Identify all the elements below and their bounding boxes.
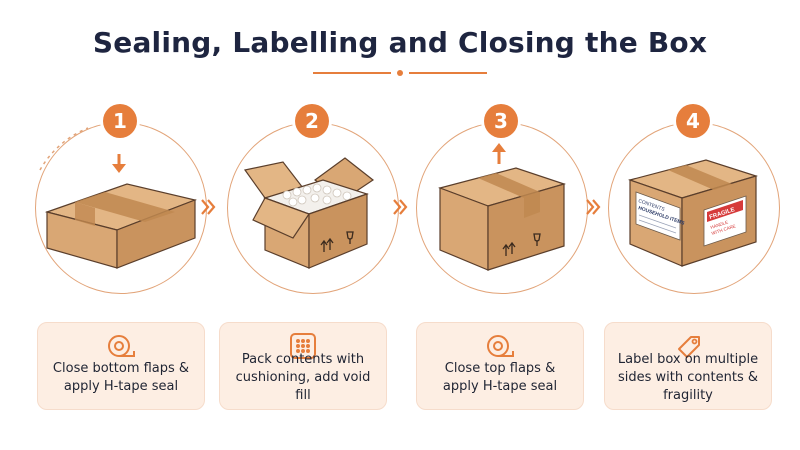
up-arrow-icon (492, 143, 506, 164)
tag-icon (678, 336, 700, 358)
box-top-taped-illustration (438, 143, 567, 271)
fragile-label: FRAGILE HANDLE WITH CARE (703, 195, 747, 247)
contents-label: CONTENTS HOUSEHOLD ITEMS (635, 191, 686, 241)
labelled-box-illustration: CONTENTS HOUSEHOLD ITEMS FRAGILE HANDLE … (627, 159, 759, 267)
step-4-card: Label box on multiple sides with content… (604, 322, 772, 410)
step-4-caption: Label box on multiple sides with content… (617, 351, 759, 403)
step-3-card: Close top flaps & apply H-tape seal (416, 322, 584, 410)
tape-roll-icon (487, 335, 514, 357)
step-4: 4 CONTENTS HOUSEHOLD ITEMS FRAGILE HANDL… (598, 0, 798, 450)
step-1-card: Close bottom flaps & apply H-tape seal (37, 322, 205, 410)
step-1-number-badge: 1 (103, 104, 137, 138)
svg-text:HANDLE: HANDLE (710, 220, 729, 230)
chevron-right-icon (201, 199, 216, 215)
title-divider (313, 70, 487, 76)
down-arrow-icon (112, 154, 126, 173)
box-bottom-taped-illustration (44, 154, 198, 269)
step-2-caption: Pack contents with cushioning, add void … (235, 351, 371, 403)
step-4-number-badge: 4 (676, 104, 710, 138)
step-2: 2 Pack contents with cushionin (212, 0, 412, 450)
page-title: Sealing, Labelling and Closing the Box (92, 26, 708, 59)
step-3: 3 Close top flaps & apply H-tape seal (405, 0, 605, 450)
step-1: 1 Close bottom flaps & apply H-tape seal (20, 0, 220, 450)
open-box-with-cushioning-illustration (243, 157, 375, 269)
step-1-caption: Close bottom flaps & apply H-tape seal (52, 360, 190, 394)
chevron-right-icon (586, 199, 601, 215)
tape-roll-icon (108, 335, 135, 357)
step-2-number-badge: 2 (295, 104, 329, 138)
step-3-caption: Close top flaps & apply H-tape seal (442, 360, 558, 394)
step-2-card: Pack contents with cushioning, add void … (219, 322, 387, 410)
bubble-wrap-icon (290, 333, 316, 359)
step-3-number-badge: 3 (484, 104, 518, 138)
chevron-right-icon (393, 199, 408, 215)
